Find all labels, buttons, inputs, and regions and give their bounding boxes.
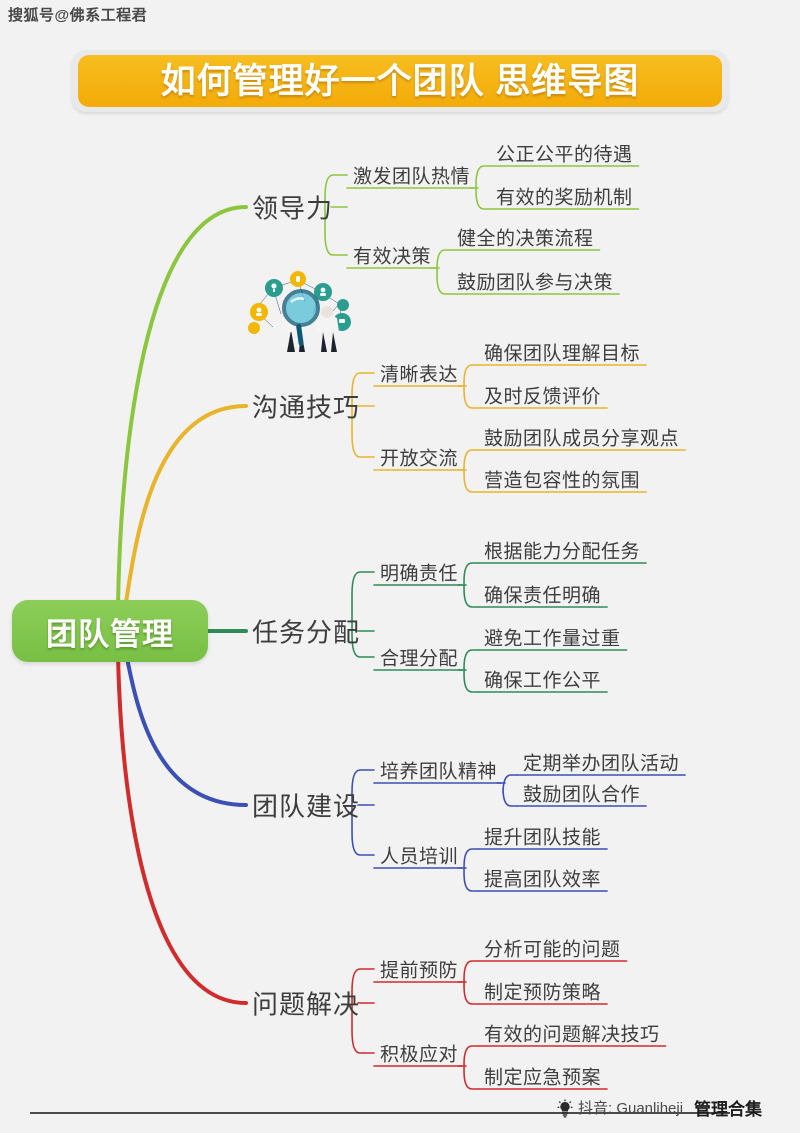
footer-credit: 抖音: Guanliheji 管理合集 [556,1095,762,1120]
leaf-label-2-1-2[interactable]: 及时反馈评价 [484,386,602,408]
connector [324,174,348,256]
douyin-handle: 抖音: Guanliheji [578,1100,684,1117]
connector [115,205,248,633]
leaf-label-1-1-1[interactable]: 公正公平的待遇 [496,144,633,166]
branch-label-1[interactable]: 领导力 [252,193,334,224]
team-analysis-illustration [248,271,351,352]
connector [463,649,479,693]
sub-branch-label-1-2[interactable]: 有效决策 [353,246,432,268]
title-banner: 如何管理好一个团队 思维导图 [78,55,722,107]
sub-branch-label-2-2[interactable]: 开放交流 [380,448,459,470]
connector [463,449,479,493]
leaf-label-1-2-2[interactable]: 鼓励团队参与决策 [457,272,614,294]
connector [351,571,375,658]
branch-label-5[interactable]: 问题解决 [252,989,361,1020]
brand-name: 管理合集 [694,1100,763,1120]
connector [115,629,248,1005]
leaf-label-2-1-1[interactable]: 确保团队理解目标 [484,343,641,365]
connector [436,249,452,295]
sub-branch-label-5-1[interactable]: 提前预防 [380,960,459,982]
leaf-label-5-2-1[interactable]: 有效的问题解决技巧 [484,1024,660,1046]
page-title: 如何管理好一个团队 思维导图 [160,61,640,101]
sub-branch-label-3-1[interactable]: 明确责任 [380,563,459,585]
connector [351,769,375,856]
connector [116,404,248,633]
leaf-label-3-2-1[interactable]: 避免工作量过重 [484,628,621,650]
footer-divider [30,1112,730,1114]
leaf-label-4-2-2[interactable]: 提高团队效率 [484,869,602,891]
connector [463,960,479,1005]
leaf-label-1-2-1[interactable]: 健全的决策流程 [457,228,594,250]
lightbulb-icon [557,1099,573,1117]
connector [351,968,375,1054]
leaf-label-4-1-2[interactable]: 鼓励团队合作 [523,784,641,806]
connector [463,364,479,409]
connector [463,1045,479,1090]
leaf-label-4-1-1[interactable]: 定期举办团队活动 [523,753,680,775]
sub-branch-label-4-1[interactable]: 培养团队精神 [380,761,498,783]
branch-label-3[interactable]: 任务分配 [252,617,361,648]
leaf-label-5-1-1[interactable]: 分析可能的问题 [484,939,621,961]
connector [463,562,479,608]
leaf-label-4-2-1[interactable]: 提升团队技能 [484,827,602,849]
watermark: 搜狐号@佛系工程君 [8,7,148,24]
root-node-label: 团队管理 [46,616,174,652]
sub-branch-label-3-2[interactable]: 合理分配 [380,648,459,670]
sub-branch-label-1-1[interactable]: 激发团队热情 [353,166,471,188]
leaf-label-3-1-2[interactable]: 确保责任明确 [484,585,602,607]
connector [351,372,375,458]
leaf-label-5-2-2[interactable]: 制定应急预案 [484,1067,602,1089]
leaf-label-2-2-2[interactable]: 营造包容性的氛围 [484,470,641,492]
branch-label-2[interactable]: 沟通技巧 [252,392,361,423]
leaf-label-2-2-1[interactable]: 鼓励团队成员分享观点 [484,428,680,450]
leaf-label-3-1-1[interactable]: 根据能力分配任务 [484,541,641,563]
sub-branch-label-4-2[interactable]: 人员培训 [380,846,459,868]
sub-branch-label-2-1[interactable]: 清晰表达 [380,364,459,386]
sub-branch-label-5-2[interactable]: 积极应对 [380,1044,459,1066]
leaf-label-1-1-2[interactable]: 有效的奖励机制 [496,187,633,209]
connector [463,848,479,892]
connector [475,165,491,210]
root-node[interactable]: 团队管理 [12,600,208,662]
leaf-label-5-1-2[interactable]: 制定预防策略 [484,982,602,1004]
leaf-label-3-2-2[interactable]: 确保工作公平 [484,670,602,692]
branch-label-4[interactable]: 团队建设 [252,791,361,822]
connector [502,774,518,807]
